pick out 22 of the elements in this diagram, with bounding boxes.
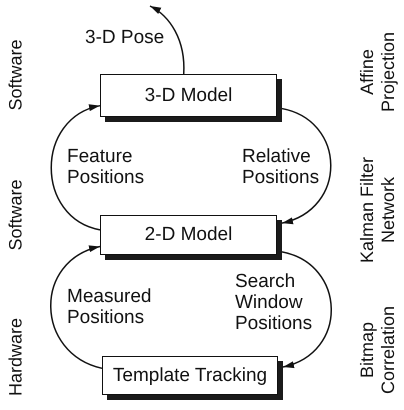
curved-arrow bbox=[282, 108, 332, 224]
curved-arrow bbox=[50, 104, 100, 231]
process-box bbox=[102, 356, 283, 400]
curved-arrow bbox=[150, 5, 185, 74]
box-label: 3-D Model bbox=[144, 84, 232, 106]
box-label: Template Tracking bbox=[112, 364, 268, 386]
vertical-label: Kalman Filter Network bbox=[357, 156, 399, 265]
process-box bbox=[100, 215, 282, 260]
curved-arrow bbox=[282, 251, 332, 368]
curved-arrow bbox=[50, 246, 102, 370]
edge-label: Measured Positions bbox=[67, 286, 152, 328]
vertical-label: Software bbox=[6, 38, 26, 113]
vertical-label: Affine Projection bbox=[357, 30, 399, 114]
vertical-label: Hardware bbox=[6, 316, 26, 398]
edge-label: 3-D Pose bbox=[85, 27, 164, 48]
process-box bbox=[100, 74, 282, 122]
edge-label: Search Window Positions bbox=[235, 271, 314, 334]
vertical-label: Software bbox=[6, 178, 26, 253]
edge-label: Feature Positions bbox=[67, 146, 146, 188]
box-label: 2-D Model bbox=[144, 224, 232, 246]
vertical-label: Bitmap Correlation bbox=[357, 304, 399, 396]
edge-label: Relative Positions bbox=[242, 146, 320, 188]
